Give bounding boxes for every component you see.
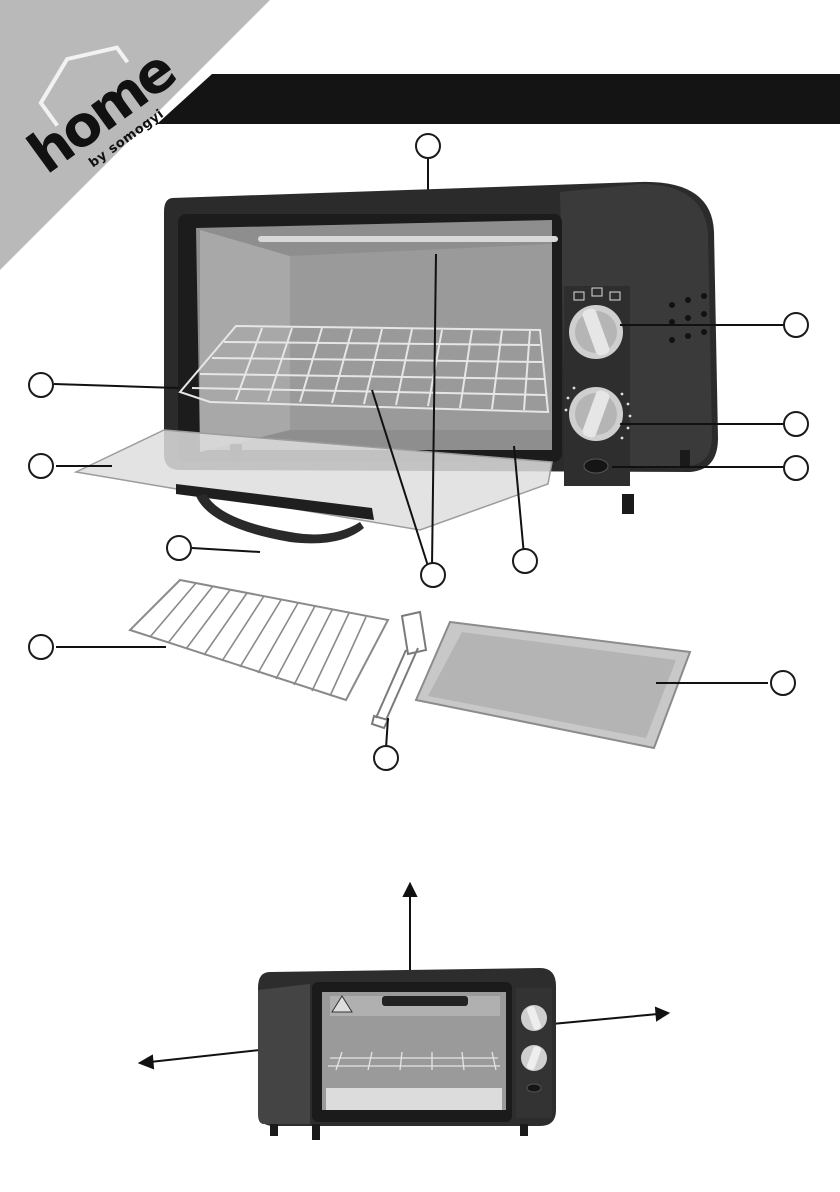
clearance-oven [258,968,556,1140]
